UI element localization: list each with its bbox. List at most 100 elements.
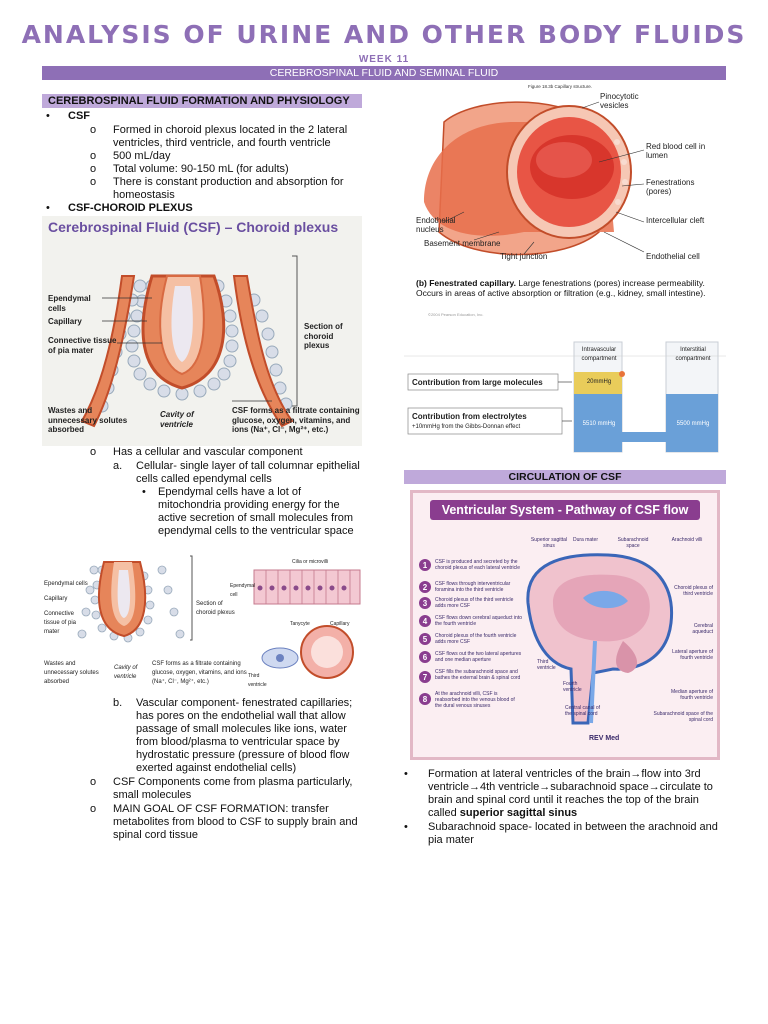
value-5510: 5510 mmHg	[582, 421, 616, 427]
vent-title-wrap: Ventricular System - Pathway of CSF flow	[413, 500, 717, 520]
capillary-label-3: Capillary	[330, 621, 350, 627]
capillary-illustration	[424, 101, 645, 256]
value-20: 20mmHg	[586, 379, 612, 385]
choroid-plexus-figure: Cerebrospinal Fluid (CSF) – Choroid plex…	[42, 216, 362, 446]
svg-text:2: 2	[423, 583, 428, 592]
ependymal-label-2: Ependymal cells	[44, 581, 88, 587]
third-ventricle-label-2: Third ventricle	[248, 673, 267, 688]
capillary-caption: (b) Fenestrated capillary. Large fenestr…	[416, 278, 716, 298]
step-1: CSF is produced and secreted by the chor…	[435, 559, 521, 571]
csf-point-1: Formed in choroid plexus located in the …	[113, 124, 348, 149]
connective-label: Connective tissue of pia mater	[48, 336, 117, 355]
csf-point-4: There is constant production and absorpt…	[113, 176, 344, 201]
svg-text:7: 7	[423, 673, 428, 682]
subarachnoid-label: Subarachnoid space	[617, 537, 649, 549]
step-8: At the arachnoid villi, CSF is reabsorbe…	[435, 691, 515, 709]
wastes-label: Wastes and unnecessary solutes absorbed	[48, 406, 128, 434]
cellular-a: Cellular- single layer of tall columnar …	[136, 460, 360, 485]
svg-text:3: 3	[423, 599, 428, 608]
bullet-circle: o	[90, 150, 97, 162]
electrolytes-label: Contribution from electrolytes	[412, 412, 527, 421]
bullet-circle: o	[90, 163, 97, 175]
section-label-2: Section of choroid plexus	[196, 601, 235, 616]
endothelial-nucleus-label: Endothelial nucleus	[416, 216, 456, 234]
list-letter-a: a.	[113, 460, 123, 472]
subarachnoid-cord-label: Subarachnoid space of the spinal cord	[653, 711, 714, 723]
step-7: CSF fills the subarachnoid space and bat…	[435, 669, 521, 681]
cellular-a-sub: Ependymal cells have a lot of mitochondr…	[158, 486, 354, 537]
week-label: WEEK 11	[358, 54, 410, 65]
svg-text:4: 4	[423, 617, 428, 626]
ependymal-cell-label: Ependymal cell	[230, 583, 256, 598]
capillary-label-2: Capillary	[44, 596, 68, 602]
section-heading: CEREBROSPINAL FLUID FORMATION AND PHYSIO…	[42, 94, 362, 108]
third-ventricle-label: Third ventricle	[537, 659, 556, 671]
choroid-plexus-illustration	[80, 255, 298, 428]
gibbs-label: +10mmHg from the Gibbs-Donnan effect	[412, 424, 521, 430]
figure-caption-top: Figure 18.3b Capillary structure.	[528, 84, 593, 89]
cavity-label-2: Cavity of ventricle	[114, 665, 138, 680]
bullet-circle: o	[90, 446, 97, 458]
step-2: CSF flows through interventricular foram…	[435, 581, 511, 593]
step-3: Choroid plexus of the third ventricle ad…	[435, 597, 514, 609]
circulation-bullet-1: Formation at lateral ventricles of the b…	[428, 768, 728, 820]
svg-text:6: 6	[423, 653, 428, 662]
central-canal-label: Central canal of the spinal cord	[565, 705, 601, 717]
arachnoid-villi-label: Arachnoid villi	[671, 537, 703, 543]
section-banner: CEREBROSPINAL FLUID AND SEMINAL FLUID	[42, 66, 726, 80]
aqueduct-label: Cerebral aqueduct	[692, 623, 713, 635]
csf-point-2: 500 mL/day	[113, 150, 171, 162]
choroid-third-label: Choroid plexus of third ventricle	[674, 585, 713, 597]
ependymal-label: Ependymal cells	[48, 294, 91, 313]
capillary-figure: Figure 18.3b Capillary structure. Pinocy…	[404, 82, 726, 324]
choroid-label: CSF-CHOROID PLEXUS	[68, 202, 193, 214]
bullet-dot: •	[46, 110, 50, 122]
fenestrations-label: Fenestrations (pores)	[646, 178, 695, 196]
superior-sinus-label: Superior sagittal sinus	[530, 537, 568, 549]
intravascular-label: Intravascular compartment	[581, 347, 617, 362]
lateral-aperture-label: Lateral aperture of fourth ventricle	[672, 649, 713, 661]
circulation-bullet-1-text: Formation at lateral ventricles of the b…	[428, 768, 713, 819]
bullet-circle: o	[90, 124, 97, 136]
csf-label: CSF	[68, 110, 90, 122]
tanycyte-label: Tanycyte	[290, 621, 310, 627]
revmed-logo: REV Med	[589, 735, 620, 742]
dura-label: Dura mater	[573, 537, 599, 543]
step-5: Choroid plexus of the fourth ventricle a…	[435, 633, 517, 645]
fourth-ventricle-label: Fourth ventricle	[563, 681, 582, 693]
capillary-label: Capillary	[48, 317, 82, 326]
goal-text: MAIN GOAL OF CSF FORMATION: transfer met…	[113, 803, 358, 841]
bullet-dot: •	[404, 821, 408, 833]
superior-sinus-term: superior sagittal sinus	[459, 807, 578, 819]
pinocytotic-label: Pinocytotic vesicles	[600, 92, 639, 110]
filtrate-label: CSF forms as a filtrate containing gluco…	[232, 406, 360, 434]
copyright: ©2004 Pearson Education, Inc.	[428, 312, 484, 317]
cilia-label: Cilia or microvilli	[292, 559, 329, 565]
list-letter-b: b.	[113, 697, 123, 709]
large-molecules-label: Contribution from large molecules	[412, 378, 543, 387]
tight-junction-label: Tight junction	[500, 252, 548, 261]
ependymal-illustration	[77, 555, 361, 679]
step-6: CSF flows out the two lateral apertures …	[435, 651, 522, 663]
rbc-label: Red blood cell in lumen	[646, 142, 706, 160]
circulation-bullet-2: Subarachnoid space- located in between t…	[428, 821, 718, 846]
csf-point-3: Total volume: 90-150 mL (for adults)	[113, 163, 289, 175]
vent-title: Ventricular System - Pathway of CSF flow	[429, 500, 701, 520]
interstitial-label: Interstitial compartment	[675, 347, 711, 362]
bullet-circle: o	[90, 803, 97, 815]
brain-illustration: 123 456 78	[419, 553, 674, 725]
svg-text:1: 1	[423, 561, 428, 570]
cavity-label: Cavity of ventricle	[160, 410, 194, 429]
section-label: Section of choroid plexus	[304, 322, 343, 350]
figure-title: Cerebrospinal Fluid (CSF) – Choroid plex…	[48, 219, 339, 235]
value-5500: 5500 mmHg	[676, 421, 710, 427]
bullet-dot: •	[46, 202, 50, 214]
cellular-intro: Has a cellular and vascular component	[113, 446, 303, 458]
basement-label: Basement membrane	[424, 239, 501, 248]
ventricular-figure: Ventricular System - Pathway of CSF flow…	[410, 490, 720, 760]
caption-bold: (b) Fenestrated capillary.	[416, 278, 516, 288]
document-title: ANALYSIS OF URINE AND OTHER BODY FLUIDS	[21, 20, 747, 49]
filtrate-label-2: CSF forms as a filtrate containing gluco…	[152, 661, 247, 685]
bullet-circle: o	[90, 776, 97, 788]
ependymal-figure: Ependymal cells Capillary Connective tis…	[42, 540, 362, 692]
